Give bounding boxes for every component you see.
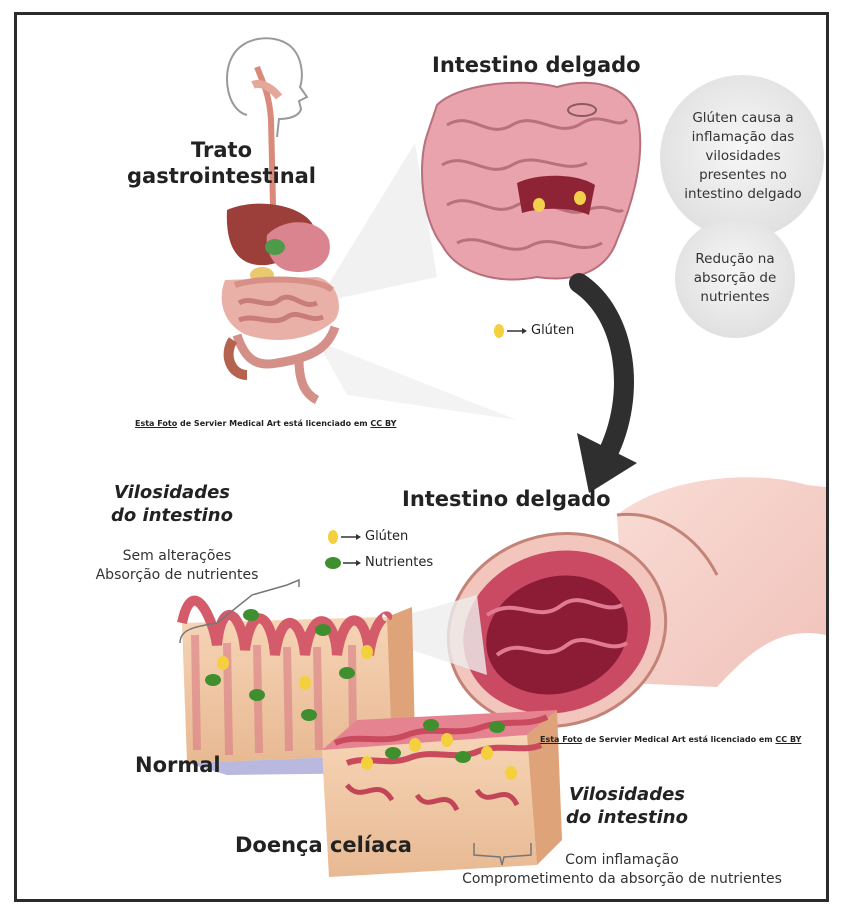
- gluten-legend-top: Glúten: [531, 323, 574, 338]
- legend-nutrients-label: Nutrientes: [365, 555, 433, 570]
- bubble2-line3: nutrientes: [685, 288, 785, 307]
- bubble1-text: Glúten causa a inflamação das vilosidade…: [667, 109, 819, 204]
- digestive-organs: [222, 204, 339, 400]
- villi-title-left-line1: Vilosidades: [92, 481, 252, 504]
- small-intestine-top: [422, 83, 640, 280]
- figure-frame: Trato gastrointestinal Intestino delgado…: [14, 12, 829, 902]
- tract-title-line1: Trato: [127, 137, 316, 163]
- villi-title-right: Vilosidades do intestino: [547, 783, 707, 829]
- normal-desc-line2: Absorção de nutrientes: [72, 566, 282, 585]
- normal-label: Normal: [135, 753, 221, 777]
- credit-bottom-license[interactable]: CC BY: [775, 735, 801, 744]
- legend-gluten-label: Glúten: [365, 529, 408, 544]
- bubble2-line1: Redução na: [685, 250, 785, 269]
- credit-top: Esta Foto de Servier Medical Art está li…: [135, 419, 396, 428]
- bubble1-line4: presentes no: [667, 166, 819, 185]
- small-intestine-cutaway: [423, 477, 826, 754]
- villi-title-left: Vilosidades do intestino: [92, 481, 252, 527]
- intestine-title-bottom: Intestino delgado: [402, 487, 611, 511]
- tract-title-line2: gastrointestinal: [127, 163, 316, 189]
- celiac-description: Com inflamação Comprometimento da absorç…: [437, 851, 807, 889]
- celiac-desc-line1: Com inflamação: [437, 851, 807, 870]
- villi-title-right-line1: Vilosidades: [547, 783, 707, 806]
- legend-bottom: [325, 530, 361, 569]
- tract-title: Trato gastrointestinal: [127, 137, 316, 189]
- intestine-title-top: Intestino delgado: [432, 53, 641, 77]
- credit-bottom: Esta Foto de Servier Medical Art está li…: [540, 735, 801, 744]
- bubble1-line3: vilosidades: [667, 147, 819, 166]
- villi-title-right-line2: do intestino: [547, 806, 707, 829]
- credit-bottom-text: de Servier Medical Art está licenciado e…: [582, 735, 775, 744]
- bubble1-line5: intestino delgado: [667, 185, 819, 204]
- credit-top-text: de Servier Medical Art está licenciado e…: [177, 419, 370, 428]
- bubble1-line1: Glúten causa a: [667, 109, 819, 128]
- celiac-desc-line2: Comprometimento da absorção de nutriente…: [437, 870, 807, 889]
- celiac-label: Doença celíaca: [235, 833, 412, 857]
- villi-title-left-line2: do intestino: [92, 504, 252, 527]
- zoom-shadow-top: [317, 341, 517, 420]
- normal-description: Sem alterações Absorção de nutrientes: [72, 547, 282, 585]
- legend-top: [494, 324, 527, 338]
- credit-top-license[interactable]: CC BY: [370, 419, 396, 428]
- normal-desc-line1: Sem alterações: [72, 547, 282, 566]
- credit-top-link[interactable]: Esta Foto: [135, 419, 177, 428]
- credit-bottom-link[interactable]: Esta Foto: [540, 735, 582, 744]
- bubble1-line2: inflamação das: [667, 128, 819, 147]
- zoom-wedge-top: [317, 143, 437, 303]
- bubble2-line2: absorção de: [685, 269, 785, 288]
- bubble2-text: Redução na absorção de nutrientes: [685, 250, 785, 307]
- transition-arrow: [577, 283, 637, 493]
